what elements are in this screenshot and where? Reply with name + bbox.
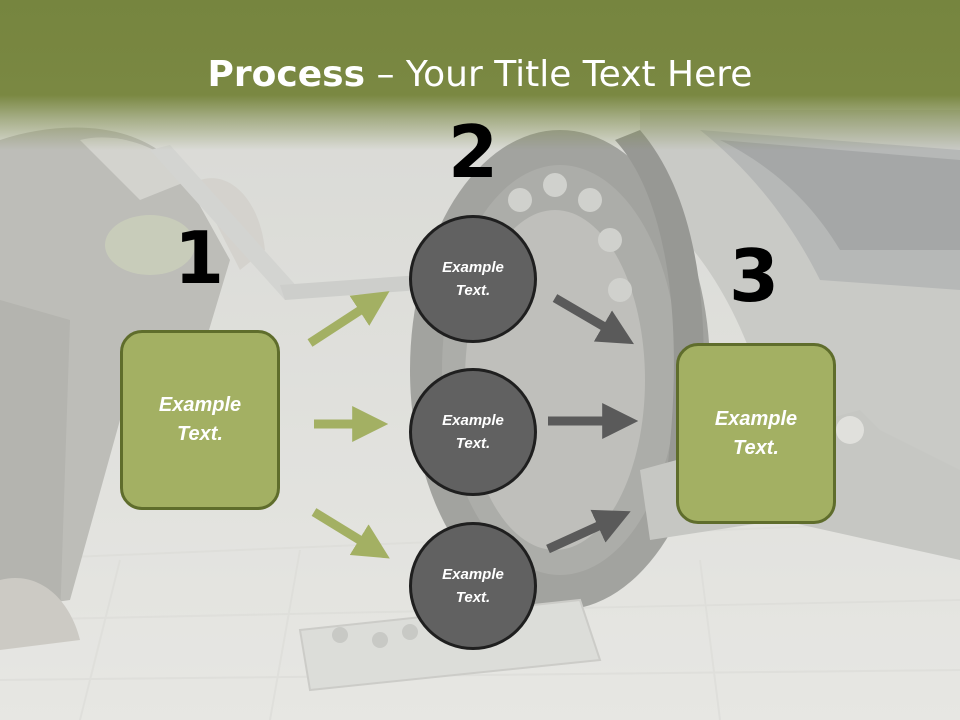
step2-circle-bottom[interactable]: Example Text. xyxy=(409,522,537,650)
step2-circle-bottom-text: Example Text. xyxy=(442,566,504,606)
title-banner xyxy=(0,0,960,150)
step1-text: Example Text. xyxy=(158,394,242,445)
arrow-to-circle-top xyxy=(307,291,390,347)
step3-box[interactable]: Example Text. xyxy=(676,343,836,524)
arrow-from-circle-top xyxy=(552,294,634,345)
step-number-3: 3 xyxy=(728,234,780,318)
step2-circle-top[interactable]: Example Text. xyxy=(409,215,537,343)
step2-circle-middle-text: Example Text. xyxy=(442,412,504,452)
step3-text: Example Text. xyxy=(714,407,798,459)
title-rest: – Your Title Text Here xyxy=(365,54,753,95)
step2-circle-top-text: Example Text. xyxy=(442,259,504,299)
arrow-from-circle-bottom xyxy=(546,509,631,554)
title-bold: Process xyxy=(207,54,366,95)
step1-box[interactable]: Example Text. xyxy=(120,330,280,510)
step-number-1: 1 xyxy=(173,216,225,300)
step2-circle-middle[interactable]: Example Text. xyxy=(409,368,537,496)
slide-title: Process – Your Title Text Here xyxy=(0,52,960,98)
arrow-to-circle-bottom xyxy=(311,508,390,559)
step-number-2: 2 xyxy=(447,110,499,194)
